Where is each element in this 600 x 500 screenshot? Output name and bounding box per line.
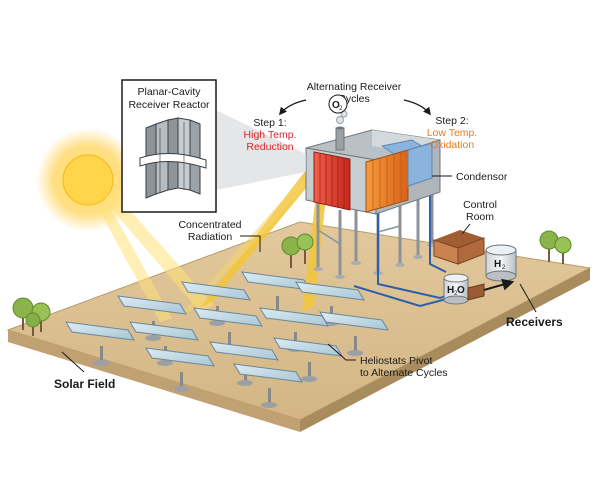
heliostat-field bbox=[65, 271, 389, 408]
receivers-annotation: Receivers bbox=[506, 283, 563, 329]
o2-subscript: 2 bbox=[339, 106, 343, 112]
heliostat bbox=[145, 347, 215, 392]
heliostat bbox=[65, 321, 135, 366]
step2-annotation: Step 2: Low Temp. Oxidation bbox=[427, 115, 478, 151]
cycles-title-line1: Alternating Receiver bbox=[307, 81, 402, 93]
step2-label: Step 2: bbox=[435, 115, 468, 127]
high-temp-receiver bbox=[313, 151, 351, 211]
h2-label-group: H 2 bbox=[494, 259, 506, 271]
step1-line2: Reduction bbox=[246, 141, 293, 153]
solar-field-annotation: Solar Field bbox=[54, 351, 115, 391]
incident-light-beams bbox=[98, 190, 214, 322]
h2o-symbol-o: O bbox=[457, 285, 465, 296]
cycle-arrow-right bbox=[403, 99, 431, 116]
h2-subscript: 2 bbox=[502, 265, 506, 271]
tree-group-left bbox=[12, 297, 51, 336]
control-room-line2: Room bbox=[466, 211, 494, 223]
cycle-arrow-left bbox=[279, 99, 307, 116]
low-temp-receiver bbox=[365, 149, 409, 213]
inset-title-line2: Receiver Reactor bbox=[128, 99, 210, 111]
receivers-label: Receivers bbox=[506, 315, 563, 329]
condensor-annotation: Condensor bbox=[432, 171, 508, 183]
alternating-cycles-annotation: Alternating Receiver Cycles bbox=[279, 81, 431, 116]
concentrated-radiation-beams bbox=[180, 170, 328, 316]
planar-cavity-drawing bbox=[139, 117, 207, 199]
step1-line1: High Temp. bbox=[244, 129, 297, 141]
h2-symbol: H bbox=[494, 259, 501, 270]
h2o-storage-tank bbox=[443, 273, 485, 305]
heliostats-line2: to Alternate Cycles bbox=[360, 367, 448, 379]
chimney bbox=[335, 110, 348, 151]
step2-line2: Oxidation bbox=[430, 139, 475, 151]
control-room bbox=[433, 230, 485, 265]
receiver-reactor-inset: Planar-Cavity Receiver Reactor bbox=[121, 79, 306, 213]
step1-label: Step 1: bbox=[253, 117, 286, 129]
concentrated-line1: Concentrated bbox=[178, 219, 241, 231]
condensor-unit bbox=[407, 142, 433, 187]
o2-symbol: O bbox=[332, 100, 340, 111]
concentrated-line2: Radiation bbox=[188, 231, 233, 243]
step1-annotation: Step 1: High Temp. Reduction bbox=[244, 117, 297, 153]
o2-bubble: O 2 bbox=[328, 94, 348, 114]
tree-group-right bbox=[281, 230, 572, 268]
heliostat bbox=[233, 363, 303, 408]
product-flow-arrow bbox=[483, 278, 515, 291]
h2o-subscript: 2 bbox=[454, 291, 458, 297]
concentrated-radiation-annotation: Concentrated Radiation bbox=[178, 219, 261, 252]
inset-title-line1: Planar-Cavity bbox=[137, 86, 201, 98]
h2-storage-tank bbox=[485, 244, 517, 282]
h2o-symbol-h: H bbox=[447, 285, 454, 296]
condensor-label: Condensor bbox=[456, 171, 508, 183]
heliostats-annotation: Heliostats Pivot to Alternate Cycles bbox=[327, 343, 448, 379]
control-room-annotation: Control Room bbox=[461, 199, 497, 235]
step2-line1: Low Temp. bbox=[427, 127, 478, 139]
heliostat bbox=[319, 311, 389, 356]
control-room-line1: Control bbox=[463, 199, 497, 211]
heliostats-line1: Heliostats Pivot bbox=[360, 355, 432, 367]
h2o-label-group: H 2 O bbox=[447, 285, 465, 297]
solar-field-label: Solar Field bbox=[54, 377, 115, 391]
